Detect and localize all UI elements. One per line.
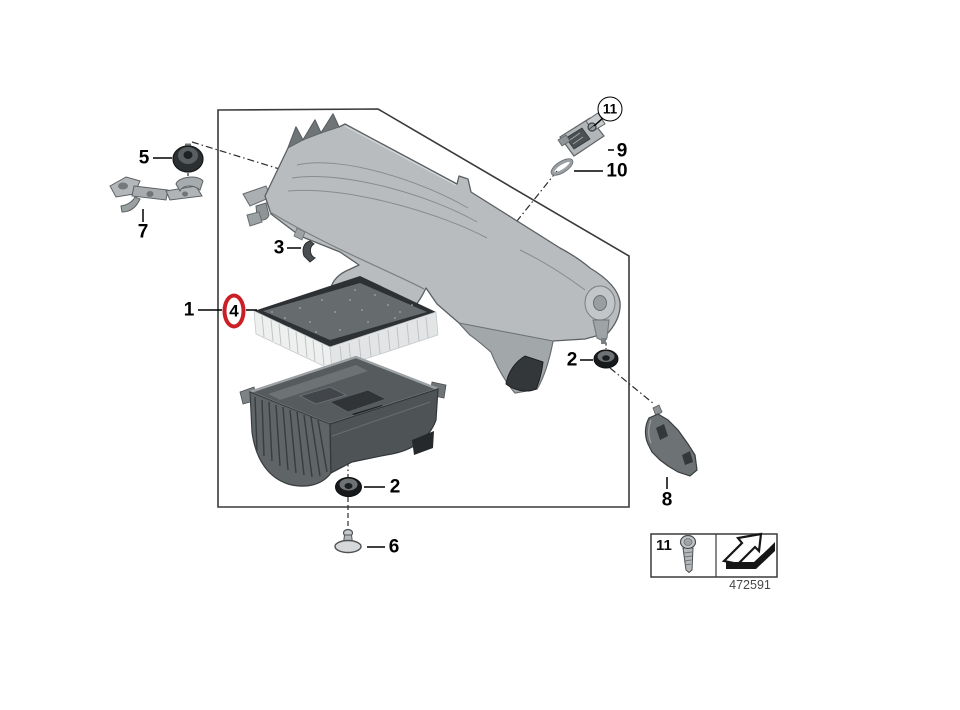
legend-box: 11: [650, 532, 778, 578]
part-grommet-2-left: [335, 477, 362, 497]
part-grommet-2-right: [593, 349, 619, 369]
callout-2-left[interactable]: 2: [389, 476, 401, 498]
part-bracket-7: [109, 176, 204, 213]
diagram-frame: [217, 108, 630, 508]
callout-11-circled[interactable]: 11: [597, 96, 623, 122]
tub-rib-lines: [254, 396, 328, 478]
callout-7[interactable]: 7: [137, 221, 149, 243]
part-seal-ring-10: [550, 158, 574, 176]
legend-item-number: 11: [656, 537, 672, 554]
direction-of-travel-arrow-icon: [721, 532, 775, 569]
callout-leader-lines: [142, 117, 668, 548]
part-maf-sensor-9: [557, 112, 606, 157]
callout-3[interactable]: 3: [273, 237, 285, 259]
callout-9[interactable]: 9: [616, 140, 628, 162]
part-grommet-5: [172, 143, 204, 173]
filter-pleat-lines: [261, 315, 429, 368]
callout-8[interactable]: 8: [661, 489, 673, 511]
callout-5[interactable]: 5: [138, 147, 150, 169]
housing-surface-creases: [287, 162, 586, 291]
part-lower-housing-tub: [239, 355, 447, 487]
callout-1[interactable]: 1: [183, 299, 195, 321]
part-air-filter-element: [253, 276, 439, 371]
diagram-code: 472591: [729, 578, 771, 592]
callout-10[interactable]: 10: [606, 160, 628, 182]
screw-icon: [679, 534, 697, 574]
part-clip-3: [302, 240, 316, 263]
callout-2-right[interactable]: 2: [566, 349, 578, 371]
part-bracket-8: [644, 404, 698, 477]
callout-6[interactable]: 6: [388, 536, 400, 558]
part-intake-silencer-upper-housing: [242, 113, 621, 394]
part-rivet-6: [334, 528, 362, 554]
callout-4-highlighted[interactable]: 4: [222, 293, 246, 329]
